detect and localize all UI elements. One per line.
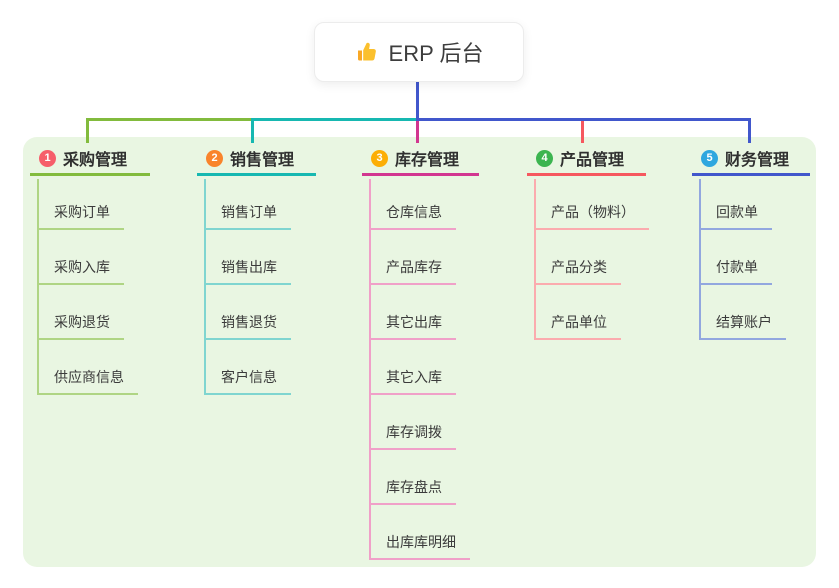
- rail-segment-green: [86, 118, 254, 121]
- mindmap-background-panel: [23, 137, 816, 567]
- branch-drop-line-5: [748, 121, 751, 143]
- number-badge: 2: [206, 149, 223, 167]
- child-node[interactable]: 客户信息: [204, 364, 291, 395]
- branch-node[interactable]: 2 销售管理: [197, 143, 316, 176]
- root-node-label: ERP 后台: [388, 41, 484, 66]
- child-node[interactable]: 其它入库: [369, 364, 456, 395]
- child-node[interactable]: 产品库存: [369, 254, 456, 285]
- child-node[interactable]: 库存调拨: [369, 419, 456, 450]
- number-badge: 1: [39, 149, 56, 167]
- branch-label: 财务管理: [725, 152, 790, 169]
- number-badge: 3: [371, 149, 388, 167]
- branch-node[interactable]: 4 产品管理: [527, 143, 646, 176]
- child-node[interactable]: 销售出库: [204, 254, 291, 285]
- branch-drop-line-1: [86, 121, 89, 143]
- thumbs-up-icon: [355, 40, 379, 64]
- branch-finance: 5 财务管理 回款单 付款单 结算账户: [692, 143, 810, 340]
- branch-sales: 2 销售管理 销售订单 销售出库 销售退货 客户信息: [197, 143, 316, 395]
- branch-node[interactable]: 1 采购管理: [30, 143, 150, 176]
- branch-product: 4 产品管理 产品（物料） 产品分类 产品单位: [527, 143, 649, 340]
- child-node[interactable]: 采购入库: [37, 254, 124, 285]
- branch-node[interactable]: 3 库存管理: [362, 143, 479, 176]
- child-node[interactable]: 回款单: [699, 199, 772, 230]
- root-node-erp[interactable]: ERP 后台: [314, 22, 524, 82]
- branch-drop-line-2: [251, 121, 254, 143]
- number-badge: 5: [701, 149, 718, 167]
- branch-tree-line: [204, 179, 206, 394]
- branch-label: 产品管理: [560, 152, 625, 169]
- child-node[interactable]: 仓库信息: [369, 199, 456, 230]
- child-node[interactable]: 付款单: [699, 254, 772, 285]
- child-node[interactable]: 结算账户: [699, 309, 786, 340]
- branch-tree-line: [699, 179, 701, 339]
- child-node[interactable]: 产品单位: [534, 309, 621, 340]
- branch-label: 销售管理: [230, 152, 295, 169]
- branch-tree-line: [37, 179, 39, 394]
- branch-purchase: 1 采购管理 采购订单 采购入库 采购退货 供应商信息: [30, 143, 150, 395]
- child-node[interactable]: 采购订单: [37, 199, 124, 230]
- branch-drop-line-4: [581, 121, 584, 143]
- branch-inventory: 3 库存管理 仓库信息 产品库存 其它出库 其它入库 库存调拨 库存盘点 出库库…: [362, 143, 479, 560]
- branch-tree-line: [534, 179, 536, 339]
- child-node[interactable]: 销售退货: [204, 309, 291, 340]
- child-node[interactable]: 供应商信息: [37, 364, 138, 395]
- child-node[interactable]: 库存盘点: [369, 474, 456, 505]
- branch-tree-line: [369, 179, 371, 559]
- child-node[interactable]: 采购退货: [37, 309, 124, 340]
- number-badge: 4: [536, 149, 553, 167]
- child-node[interactable]: 其它出库: [369, 309, 456, 340]
- branch-label: 库存管理: [395, 152, 460, 169]
- branch-node[interactable]: 5 财务管理: [692, 143, 810, 176]
- branch-drop-line-3: [416, 121, 419, 143]
- child-node[interactable]: 产品分类: [534, 254, 621, 285]
- rail-segment-blue: [416, 118, 751, 121]
- branch-label: 采购管理: [63, 152, 128, 169]
- root-stem-line: [416, 81, 419, 119]
- child-node[interactable]: 产品（物料）: [534, 199, 649, 230]
- child-node[interactable]: 出库库明细: [369, 529, 470, 560]
- rail-segment-teal: [251, 118, 418, 121]
- child-node[interactable]: 销售订单: [204, 199, 291, 230]
